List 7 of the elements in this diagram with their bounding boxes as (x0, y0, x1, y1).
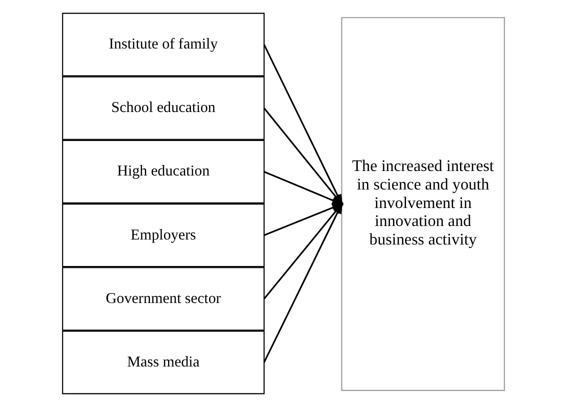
node-box: Government sector (62, 266, 264, 330)
node-box: Mass media (62, 330, 264, 394)
node-box: Institute of family (62, 12, 264, 76)
node-box: Employers (62, 203, 264, 267)
node-box: School education (62, 76, 264, 140)
node-box: The increased interest in science and youth involvement in innovation and business activity (340, 16, 504, 390)
node-box: High education (62, 139, 264, 203)
